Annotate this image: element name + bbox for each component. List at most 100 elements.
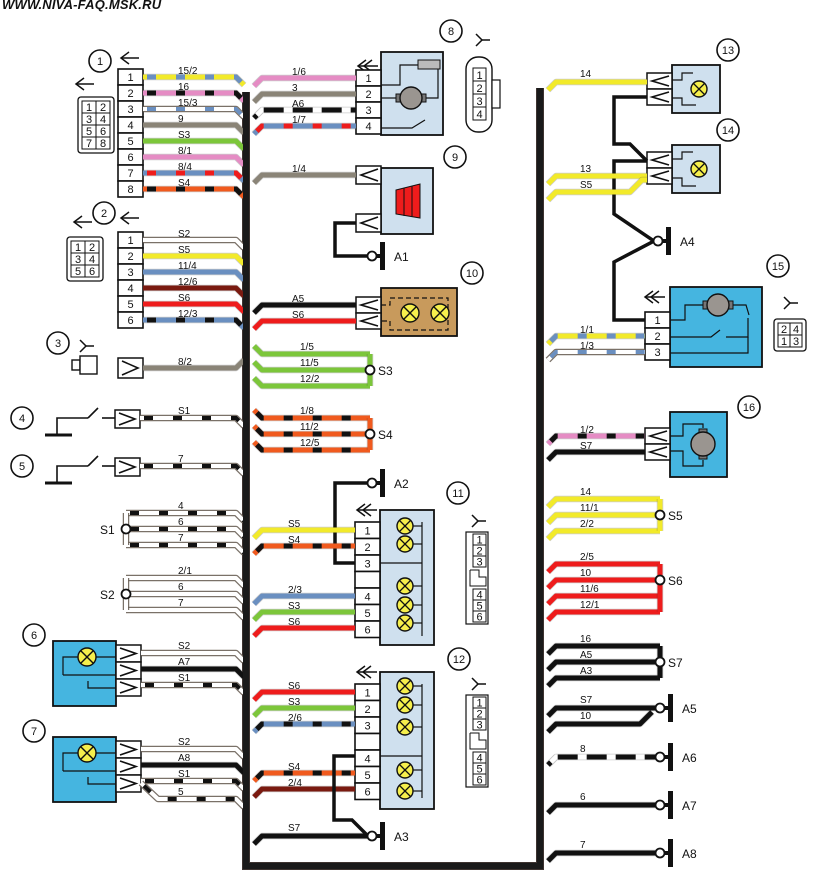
pin-number: 1 (127, 72, 133, 84)
pin-number: 3 (127, 267, 133, 279)
pin-number: 1 (364, 525, 370, 537)
motor-body (690, 431, 716, 457)
wire-label: 11/1 (580, 503, 599, 514)
terminal-socket-icon (115, 757, 142, 776)
internal-contact (87, 681, 116, 689)
terminal-socket-icon (355, 165, 382, 185)
callout-11: 11 (446, 481, 470, 505)
motor-body (706, 293, 730, 317)
watermark: WWW.NIVA-FAQ.MSK.RU (2, 0, 162, 12)
splice-label: S5 (668, 509, 683, 523)
lamp-icon (396, 517, 414, 535)
callout-8: 8 (439, 19, 463, 43)
sensor-head (79, 355, 98, 375)
callout-number: 15 (772, 261, 784, 273)
wire-core (143, 74, 246, 87)
wire-label: 1/1 (580, 325, 594, 336)
wire-2-4 (143, 284, 247, 299)
pin-number: 5 (364, 770, 370, 782)
wire-core (140, 416, 246, 428)
terminal-chevron (119, 743, 139, 756)
connector-side-pin: 6 (476, 612, 482, 624)
wire-core (139, 781, 246, 809)
callout-circle (716, 118, 740, 142)
wire-S1-2 (126, 525, 247, 540)
ground-A2: A2 (366, 469, 409, 497)
internal-switch (381, 119, 426, 129)
connector-face-pin: 3 (86, 114, 92, 126)
wire-core (141, 666, 246, 679)
callout-circle (22, 719, 46, 743)
callout-number: 9 (452, 152, 458, 164)
terminal-socket-icon (115, 678, 142, 697)
wire-S2-1 (126, 574, 247, 589)
wire-label: 3 (292, 83, 298, 94)
wire-11-4 (251, 608, 355, 623)
wire-stripe (252, 424, 370, 437)
wire-12-3 (251, 720, 355, 735)
lamp-icon (690, 80, 708, 98)
callout-circle (10, 454, 34, 478)
pin-number: 2 (364, 704, 370, 716)
pin-number: 6 (127, 152, 133, 164)
splice-S5: S5 (654, 509, 683, 523)
wire-S4-1 (251, 407, 370, 422)
fork (783, 296, 792, 310)
component-13-body (671, 64, 721, 114)
callout-5: 5 (10, 454, 34, 478)
component-3-sensor (71, 355, 98, 375)
terminal-socket-icon (355, 312, 382, 330)
wire-core (546, 802, 657, 815)
connector-side-pin: 3 (476, 720, 482, 732)
lamp-icon (430, 303, 450, 323)
wire-10-1 (251, 301, 356, 316)
motor-body (399, 86, 423, 110)
component-15-body (669, 286, 763, 368)
switch-lead (56, 465, 88, 483)
terminal-socket-icon (646, 88, 673, 106)
terminal-socket-icon (117, 357, 144, 379)
wire-core (252, 593, 355, 606)
splice-node (654, 509, 666, 521)
wire-label: 7 (580, 840, 586, 851)
callout-circle (460, 261, 484, 285)
pin-number: 3 (364, 720, 370, 732)
wire-core (141, 762, 246, 775)
wire-1-5 (143, 137, 247, 152)
wire-label: 11/5 (300, 358, 319, 369)
heater-element-icon (395, 183, 421, 219)
wire-core (546, 350, 645, 362)
wire-16-2 (545, 448, 645, 463)
lamp-cross (399, 721, 411, 733)
ground-label: A7 (682, 799, 697, 813)
ground-wire (612, 95, 649, 163)
wire-core (143, 238, 246, 250)
lamp-cross (399, 617, 411, 629)
internal-wire (672, 177, 696, 187)
pin-number: 8 (127, 184, 133, 196)
lamp-icon (400, 303, 420, 323)
switch-5-icon (45, 455, 115, 485)
connector-face-pin: 4 (100, 114, 106, 126)
main-harness-overlay (243, 88, 543, 869)
internal-wire (733, 304, 750, 316)
pin-number: 2 (365, 89, 371, 101)
ground-wire (333, 481, 368, 565)
wire-7-4 (138, 780, 247, 810)
ground-A5: A5 (654, 694, 697, 722)
wire-stripe (252, 721, 355, 734)
wire-label: S5 (580, 180, 593, 191)
callout-number: 2 (101, 208, 107, 220)
wire-12-s7 (251, 832, 368, 847)
callout-2: 2 (92, 201, 116, 225)
callout-number: 4 (19, 413, 25, 425)
wire-stripe (143, 317, 246, 330)
connector-face-cell (789, 334, 803, 348)
connector-face-cell (84, 264, 100, 278)
wire-core (546, 177, 647, 202)
wire-11-5 (251, 624, 355, 639)
ground-bar-icon (668, 839, 673, 867)
wire-label: S1 (178, 406, 191, 417)
ground-bar-icon (380, 242, 385, 270)
